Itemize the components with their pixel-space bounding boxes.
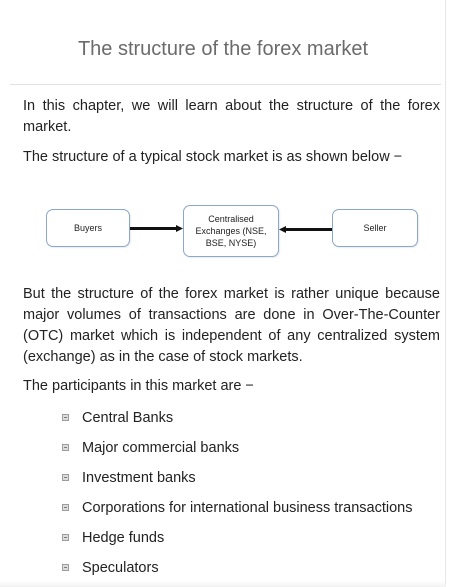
square-bullet-icon (62, 444, 69, 451)
list-item: Hedge funds (0, 528, 446, 550)
participant-label: Major commercial banks (82, 440, 240, 456)
page-title: The structure of the forex market (77, 38, 369, 60)
square-bullet-icon (62, 504, 69, 511)
square-bullet-icon (62, 414, 69, 421)
square-bullet-icon (62, 534, 69, 541)
participant-label: Hedge funds (82, 530, 165, 546)
participant-label: Central Banks (82, 410, 174, 426)
stock-structure-intro: The structure of a typical stock market … (23, 149, 403, 165)
forex-structure-paragraph: But the structure of the forex market is… (23, 286, 440, 365)
intro-paragraph: In this chapter, we will learn about the… (23, 98, 440, 135)
title-divider (10, 84, 441, 85)
participants-intro: The participants in this market are − (23, 378, 254, 394)
stock-market-diagram: Buyers Centralised Exchanges (NSE, BSE, … (0, 195, 446, 270)
participant-label: Speculators (82, 560, 159, 576)
list-item: Major commercial banks (0, 438, 446, 460)
buyers-arrowhead (176, 225, 183, 232)
square-bullet-icon (62, 564, 69, 571)
seller-box: Seller (332, 209, 418, 247)
list-item: Corporations for international business … (0, 498, 446, 520)
exchange-box: Centralised Exchanges (NSE, BSE, NYSE) (183, 205, 279, 257)
participant-label: Investment banks (82, 470, 196, 486)
list-item: Investment banks (0, 468, 446, 490)
seller-arrowhead (279, 226, 286, 233)
bottom-edge-shadow (0, 581, 446, 587)
list-item: Central Banks (0, 408, 446, 430)
square-bullet-icon (62, 474, 69, 481)
list-item: Speculators (0, 558, 446, 580)
diagram-arrows (130, 225, 332, 233)
buyers-box: Buyers (46, 209, 130, 247)
participant-label: Corporations for international business … (82, 500, 413, 516)
